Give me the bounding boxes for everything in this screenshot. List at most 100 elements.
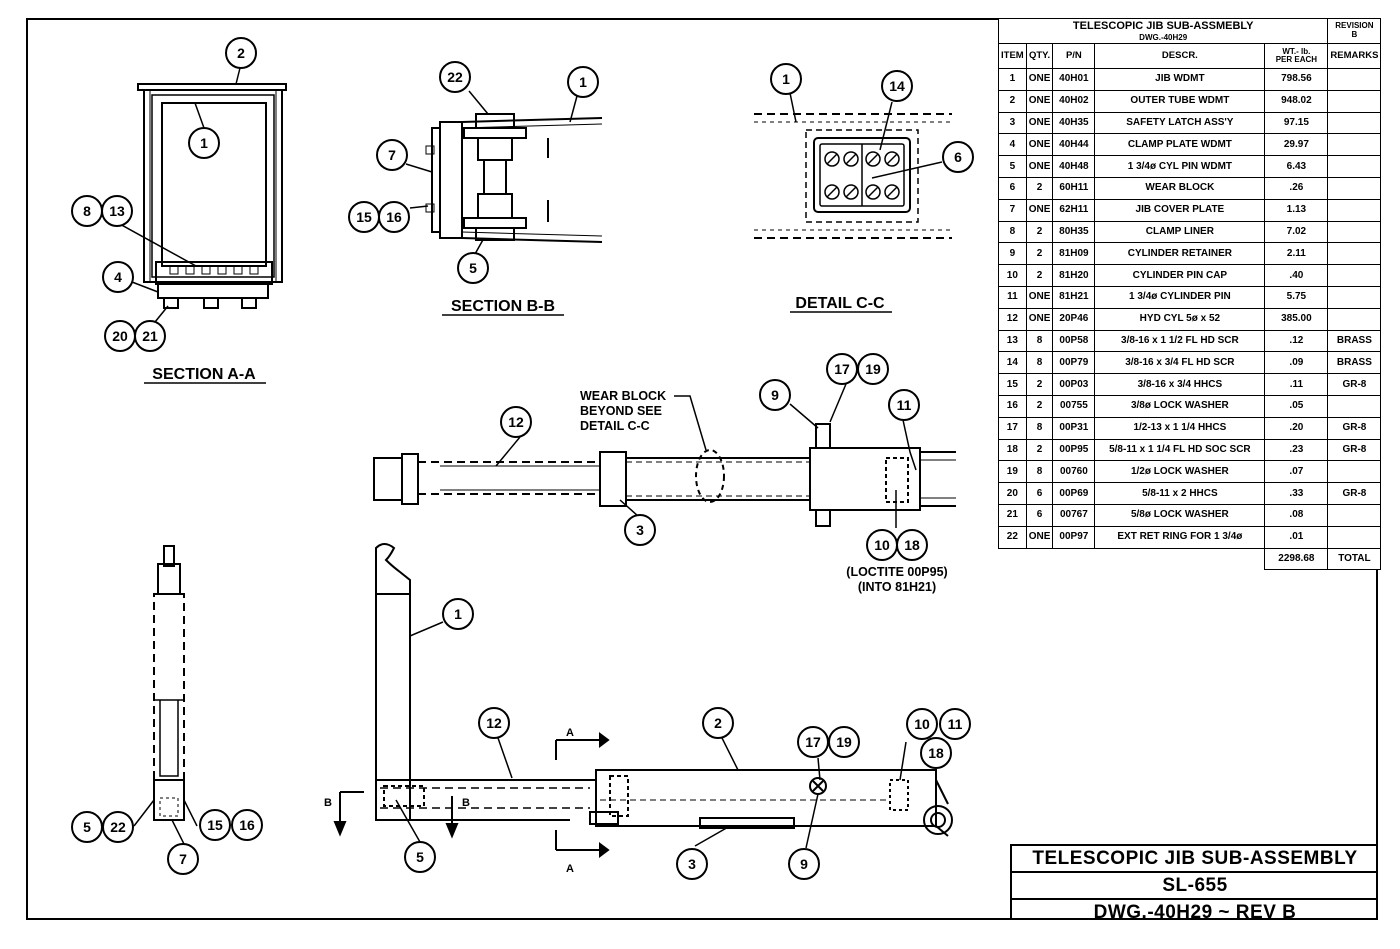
- bom-cell-pn: 00P31: [1052, 416, 1096, 440]
- bom-cell-wt: 97.15: [1264, 111, 1329, 135]
- bill-of-materials-table: TELESCOPIC JIB SUB-ASSMEBLY DWG.-40H29 R…: [997, 18, 1382, 571]
- bom-cell-qty: 8: [1025, 329, 1054, 353]
- bom-cell-wt: .33: [1264, 482, 1329, 505]
- balloon-item-22: 22: [439, 61, 471, 93]
- balloon-number: 22: [447, 69, 463, 85]
- balloon-number: 5: [83, 819, 91, 835]
- section-mark-letters: A A B B: [324, 727, 574, 875]
- title-block-model: SL-655: [1012, 873, 1378, 900]
- bom-header-qty: QTY.: [1025, 43, 1054, 69]
- bom-cell-pn: 20P46: [1052, 307, 1096, 331]
- balloon-item-12: 12: [500, 406, 532, 438]
- balloon-circle: [788, 848, 820, 880]
- bom-cell-wt: .08: [1264, 503, 1329, 527]
- bom-cell-item: 22: [998, 525, 1027, 549]
- balloon-circle: [199, 809, 231, 841]
- bom-total-label: TOTAL: [1327, 547, 1382, 571]
- bom-cell-descr: HYD CYL 5ø x 52: [1094, 307, 1266, 331]
- bom-cell-qty: 6: [1025, 503, 1054, 527]
- balloon-number: 18: [904, 537, 920, 553]
- bom-cell-qty: 2: [1025, 242, 1054, 266]
- bom-cell-remarks: [1327, 264, 1382, 287]
- bom-cell-qty: ONE: [1025, 285, 1054, 309]
- bom-cell-wt: .20: [1264, 416, 1329, 440]
- balloon-circle: [231, 809, 263, 841]
- bom-cell-remarks: [1327, 89, 1382, 113]
- balloon-item-17: 17: [797, 726, 829, 758]
- balloon-item-21: 21: [134, 320, 166, 352]
- bom-cell-pn: 40H02: [1052, 89, 1096, 113]
- balloon-item-15: 15: [348, 201, 380, 233]
- balloon-number: 4: [114, 269, 122, 285]
- bom-cell-pn: 80H35: [1052, 220, 1096, 244]
- balloon-number: 11: [897, 397, 912, 413]
- balloon-circle: [457, 252, 489, 284]
- bom-cell-wt: .12: [1264, 329, 1329, 353]
- balloon-number: 6: [954, 149, 962, 165]
- balloon-number: 9: [771, 387, 779, 403]
- bom-cell-wt: .05: [1264, 394, 1329, 418]
- balloon-number: 9: [800, 856, 808, 872]
- bom-cell-wt: .09: [1264, 351, 1329, 375]
- side-view: [153, 545, 185, 821]
- bom-cell-qty: 8: [1025, 416, 1054, 440]
- balloon-item-2: 2: [225, 37, 257, 69]
- bom-cell-descr: 1/2-13 x 1 1/4 HHCS: [1094, 416, 1266, 440]
- bom-cell-pn: 00P58: [1052, 329, 1096, 353]
- balloon-item-5: 5: [71, 811, 103, 843]
- bom-cell-remarks: [1327, 307, 1382, 331]
- balloon-circle: [439, 61, 471, 93]
- bom-cell-remarks: [1327, 198, 1382, 222]
- balloon-item-20: 20: [104, 320, 136, 352]
- balloon-number: 3: [636, 522, 644, 538]
- bom-cell-item: 10: [998, 264, 1027, 287]
- bom-title-cell: TELESCOPIC JIB SUB-ASSMEBLY DWG.-40H29: [997, 18, 1329, 44]
- balloon-number: 8: [83, 203, 91, 219]
- bom-cell-remarks: [1327, 176, 1382, 200]
- balloon-circle: [102, 261, 134, 293]
- section-arrows: [333, 732, 610, 858]
- section-mark-b-right: B: [462, 797, 470, 809]
- bom-cell-qty: ONE: [1025, 198, 1054, 222]
- balloon-number: 12: [486, 715, 502, 731]
- balloon-circle: [920, 737, 952, 769]
- balloon-circle: [939, 708, 971, 740]
- bom-cell-pn: 40H35: [1052, 111, 1096, 135]
- bom-header-remarks: REMARKS: [1327, 43, 1382, 69]
- bom-dwg-ref: DWG.-40H29: [1139, 33, 1188, 42]
- wear-block-note-line1: WEAR BLOCK: [580, 389, 666, 403]
- bom-cell-item: 16: [998, 394, 1027, 418]
- bom-cell-item: 4: [998, 133, 1027, 157]
- bom-cell-descr: CYLINDER RETAINER: [1094, 242, 1266, 266]
- balloon-circle: [102, 811, 134, 843]
- balloon-item-1: 1: [770, 63, 802, 95]
- balloon-item-10: 10: [866, 529, 898, 561]
- bom-cell-descr: OUTER TUBE WDMT: [1094, 89, 1266, 113]
- section-mark-a-top: A: [566, 727, 574, 739]
- bom-cell-item: 18: [998, 438, 1027, 462]
- detail-c-c-view: [754, 113, 952, 239]
- bom-cell-remarks: [1327, 220, 1382, 244]
- balloon-circle: [702, 707, 734, 739]
- balloon-number: 1: [200, 135, 208, 151]
- bom-cell-pn: 00P97: [1052, 525, 1096, 549]
- balloon-number: 5: [469, 260, 477, 276]
- balloon-circle: [478, 707, 510, 739]
- bom-cell-item: 5: [998, 155, 1027, 178]
- balloon-number: 12: [508, 414, 524, 430]
- balloon-item-1: 1: [567, 66, 599, 98]
- bom-cell-pn: 00755: [1052, 394, 1096, 418]
- bom-cell-item: 12: [998, 307, 1027, 331]
- balloon-item-1: 1: [188, 127, 220, 159]
- bom-cell-qty: ONE: [1025, 525, 1054, 549]
- bom-header-weight: WT.- lb. PER EACH: [1264, 43, 1329, 69]
- balloon-item-5: 5: [457, 252, 489, 284]
- bom-cell-wt: 29.97: [1264, 133, 1329, 157]
- title-block-dwg-number: DWG.-40H29 ~ REV B: [1093, 902, 1297, 923]
- bom-cell-item: 17: [998, 416, 1027, 440]
